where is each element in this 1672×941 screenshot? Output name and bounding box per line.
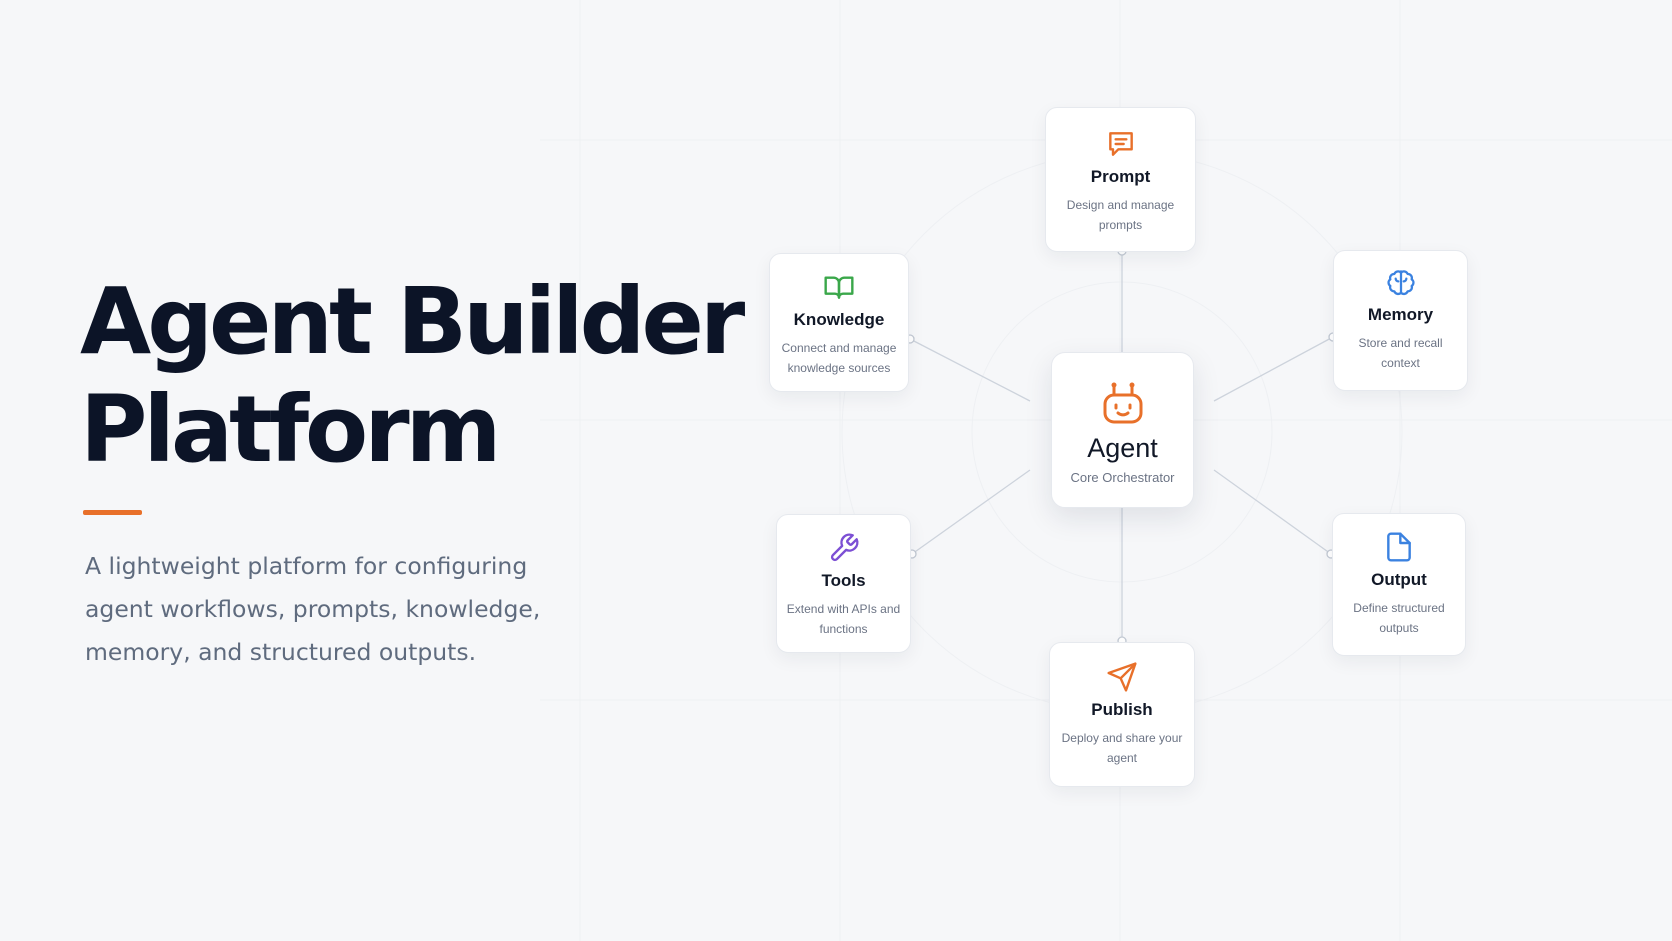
node-knowledge[interactable]: Knowledge Connect and manage knowledge s… [769,253,909,392]
node-publish-label: Publish [1091,700,1153,719]
message-square-icon [1105,128,1137,160]
node-publish-description: Deploy and share your agent [1061,731,1183,765]
node-prompt-label: Prompt [1090,167,1151,186]
node-agent-label: Agent [1087,433,1158,463]
book-open-icon [823,271,855,303]
node-publish[interactable]: Publish Deploy and share your agent [1049,642,1195,787]
wrench-icon [828,532,860,564]
node-prompt[interactable]: Prompt Design and manage prompts [1045,107,1196,252]
page-subtitle: A lightweight platform for configuring a… [85,552,541,666]
connector-memory [1213,336,1334,402]
brain-icon [1385,266,1417,298]
node-agent-description: Core Orchestrator [1070,470,1175,485]
page-title-line-2: Platform [80,376,502,483]
node-tools[interactable]: Tools Extend with APIs and functions [776,514,911,653]
node-agent[interactable]: Agent Core Orchestrator [1051,352,1194,508]
node-output[interactable]: Output Define structured outputs [1332,513,1466,656]
node-output-description: Define structured outputs [1353,601,1445,635]
node-tools-label: Tools [821,571,866,590]
connector-tools [911,469,1031,555]
node-knowledge-label: Knowledge [793,310,885,329]
node-tools-description: Extend with APIs and functions [786,602,901,636]
connector-knowledge [909,338,1031,402]
node-output-label: Output [1371,570,1427,589]
file-icon [1383,531,1415,563]
connector-output [1213,469,1332,555]
accent-divider [83,510,142,515]
node-memory[interactable]: Memory Store and recall context [1333,250,1468,391]
node-prompt-description: Design and manage prompts [1066,198,1175,232]
send-icon [1106,661,1138,693]
robot-icon [1099,380,1147,428]
node-memory-label: Memory [1367,305,1434,324]
page-title-line-1: Agent Builder [80,268,745,375]
node-knowledge-description: Connect and manage knowledge sources [781,341,897,375]
node-memory-description: Store and recall context [1358,336,1443,370]
page-title: Agent Builder Platform [80,268,745,484]
